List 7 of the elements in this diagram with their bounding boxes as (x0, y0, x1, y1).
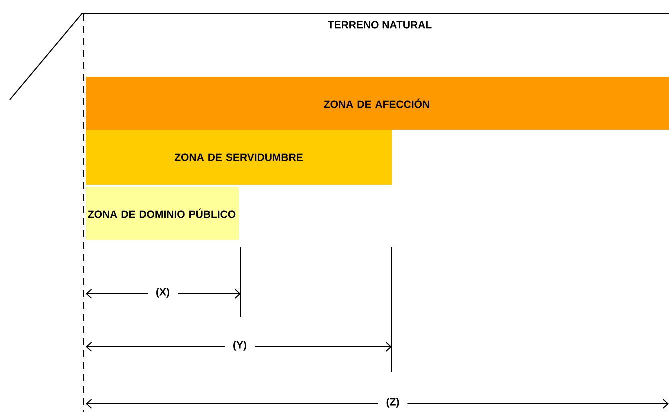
dimension-label: (Z) (378, 397, 408, 409)
zone-band: ZONA DE AFECCIÓN (86, 77, 669, 130)
ground-label: TERRENO NATURAL (328, 21, 432, 29)
dimension-label: (Y) (225, 340, 255, 352)
dimension-label: (X) (148, 287, 178, 299)
zone-band: ZONA DE DOMINIO PÚBLICO (86, 187, 239, 240)
zone-band: ZONA DE SERVIDUMBRE (86, 130, 392, 185)
